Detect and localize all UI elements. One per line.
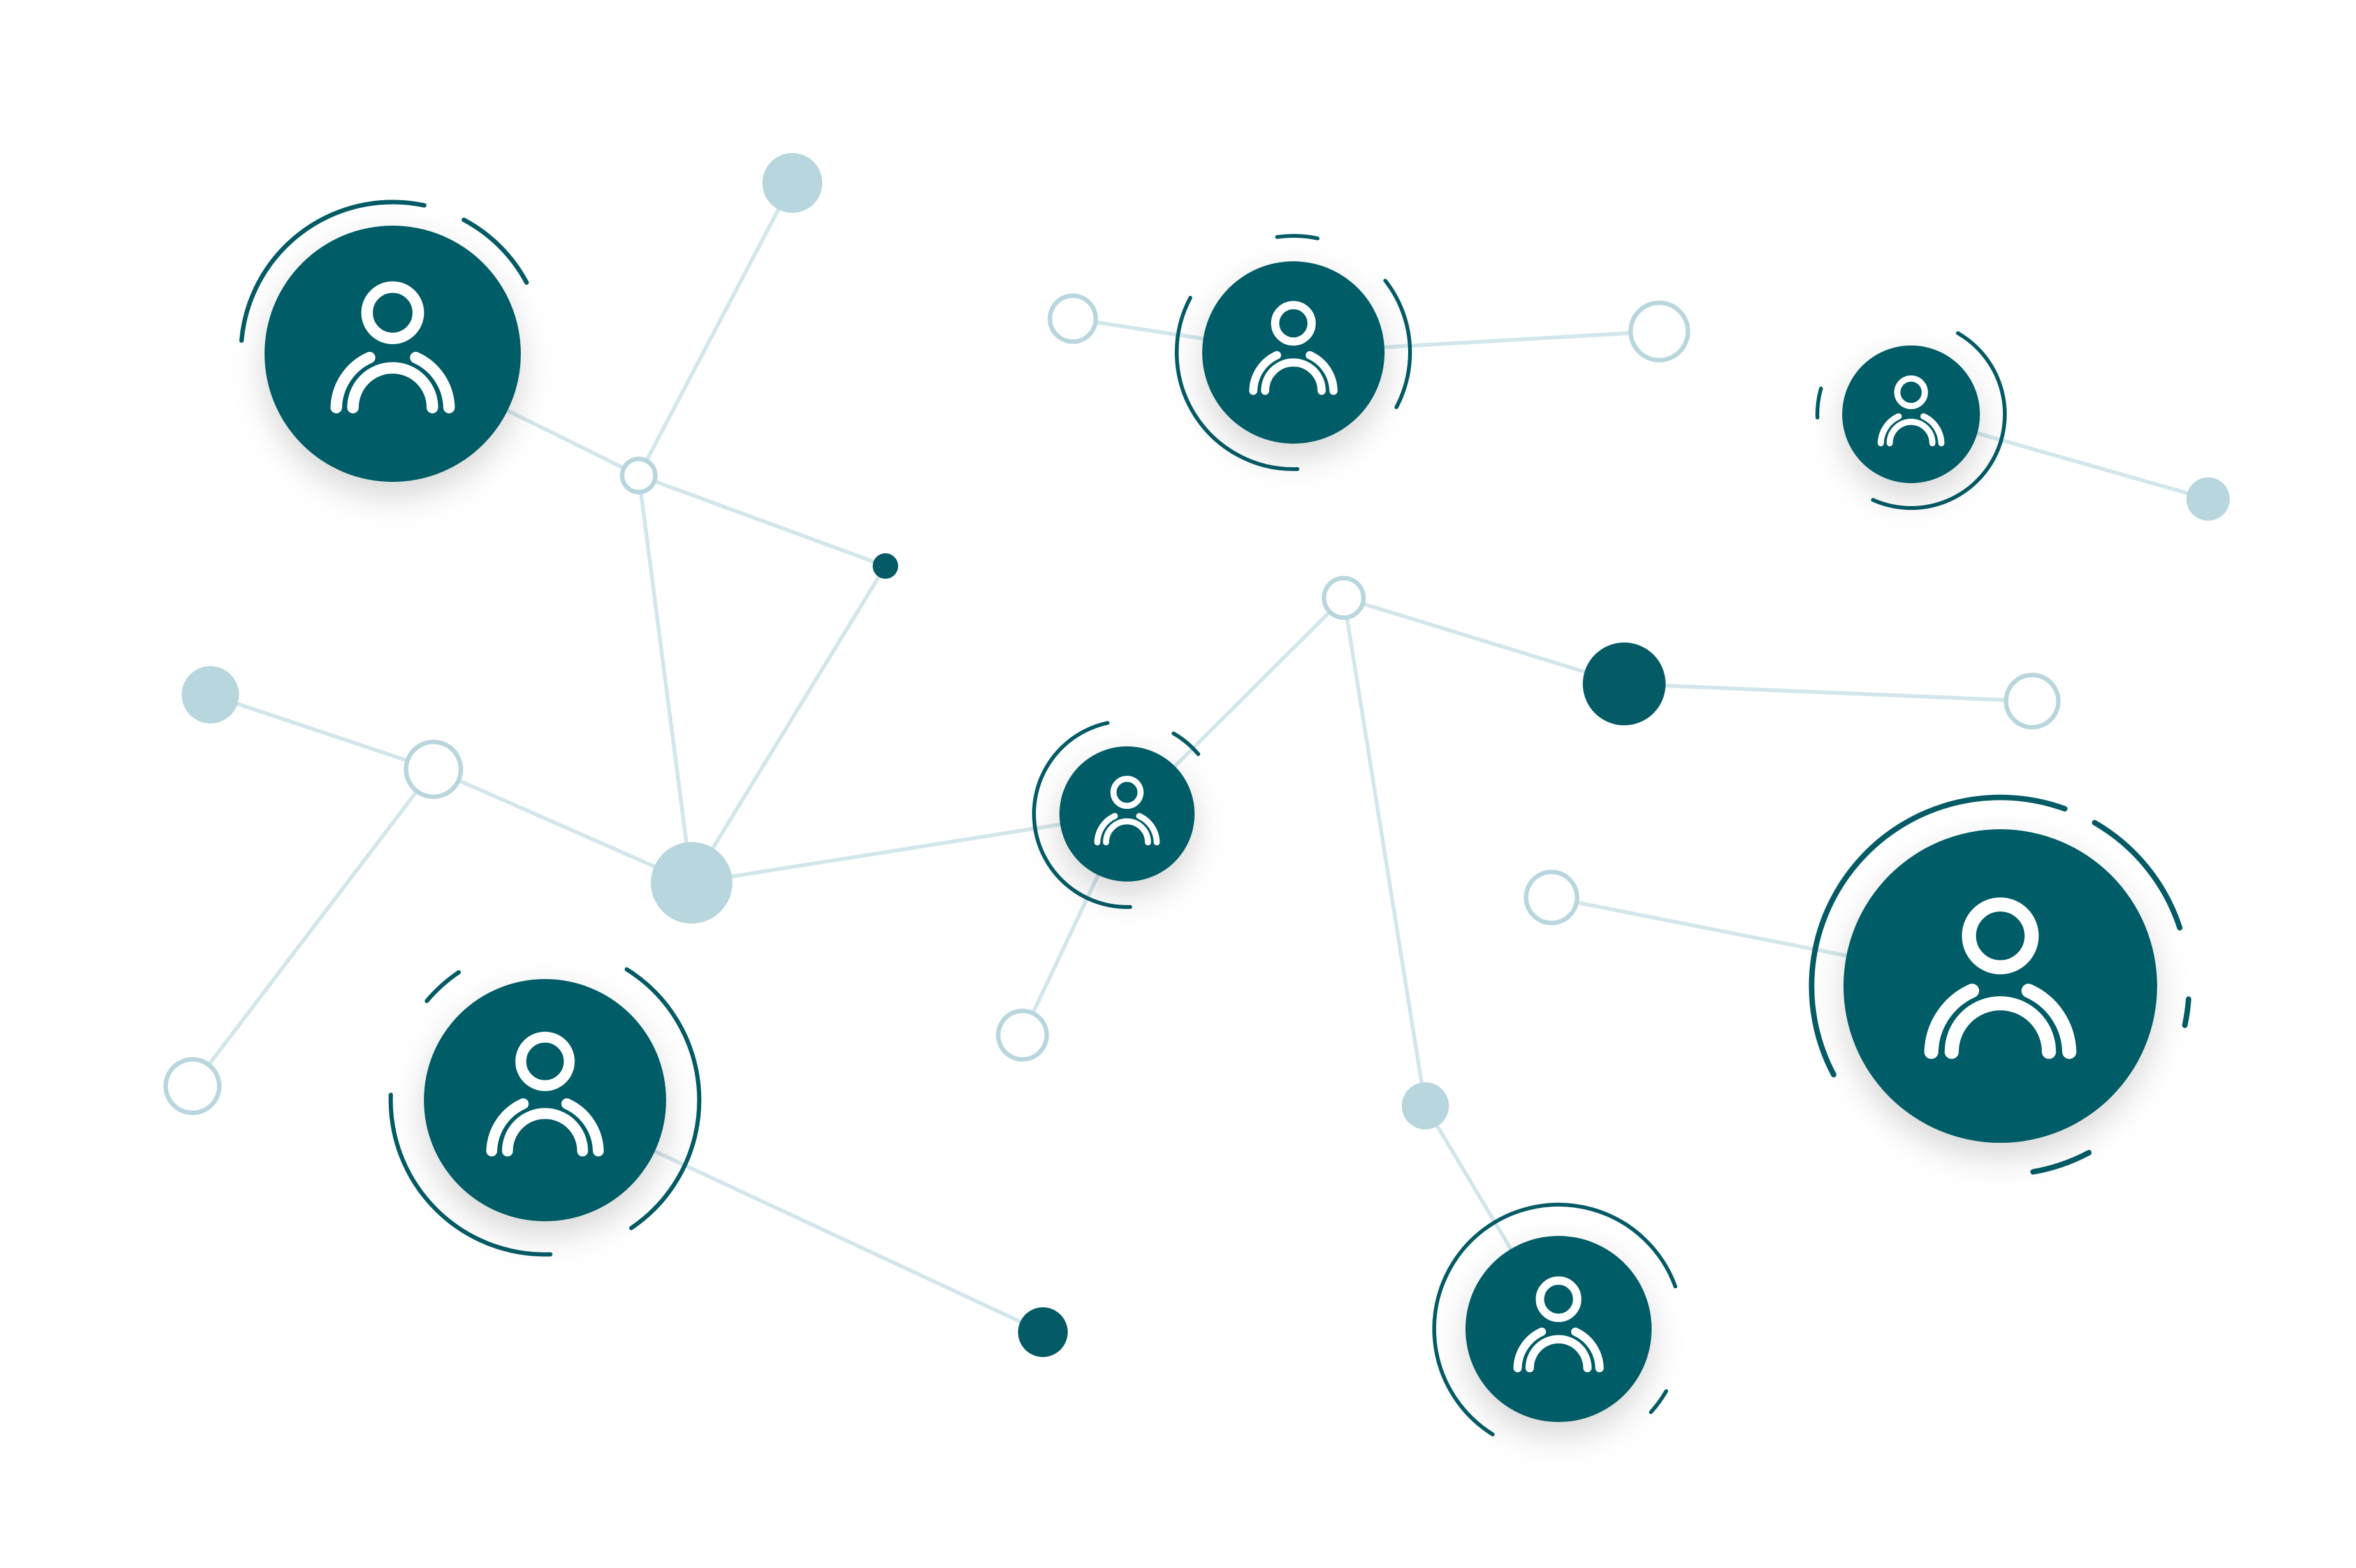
node-e bbox=[404, 739, 463, 799]
link-d-e bbox=[208, 693, 435, 771]
node-f bbox=[651, 842, 732, 924]
orbit-arc bbox=[1432, 1203, 1678, 1437]
user-icon bbox=[1513, 1276, 1604, 1372]
orbit-arc bbox=[388, 1093, 553, 1257]
user-node-6 bbox=[1808, 794, 2192, 1175]
orbit-arc bbox=[1174, 296, 1300, 471]
node-m bbox=[1628, 300, 1691, 363]
link-f-u4 bbox=[690, 812, 1129, 885]
user-node-1 bbox=[239, 200, 529, 482]
user-icon bbox=[1924, 897, 2077, 1059]
node-b bbox=[620, 456, 658, 495]
node-q bbox=[2186, 477, 2230, 521]
orbit-arc bbox=[425, 970, 462, 1003]
node-g bbox=[1047, 293, 1098, 344]
link-b-a bbox=[637, 181, 794, 477]
node-c bbox=[873, 553, 898, 579]
user-node-5 bbox=[1815, 331, 2007, 511]
user-icon bbox=[1249, 301, 1338, 395]
user-node-circle bbox=[424, 979, 666, 1221]
user-node-3 bbox=[1174, 234, 1413, 471]
link-j-k bbox=[1342, 596, 1626, 686]
orbit-arc bbox=[1172, 731, 1200, 757]
user-node-circle bbox=[1465, 1236, 1652, 1422]
user-node-circle bbox=[1202, 261, 1385, 444]
user-node-2 bbox=[388, 967, 702, 1257]
link-e-f bbox=[432, 767, 694, 885]
node-a bbox=[762, 153, 822, 213]
user-node-4 bbox=[1032, 721, 1200, 909]
dot-nodes bbox=[163, 153, 2230, 1357]
user-icon bbox=[1094, 776, 1160, 846]
orbit-arc bbox=[2182, 996, 2192, 1028]
orbit-arc bbox=[1383, 279, 1413, 409]
user-icon bbox=[1877, 375, 1945, 447]
link-j-p bbox=[1342, 596, 1427, 1108]
node-h bbox=[996, 1008, 1049, 1062]
orbit-arc bbox=[1275, 234, 1320, 240]
orbit-arc bbox=[239, 200, 395, 343]
node-j bbox=[1321, 576, 1366, 620]
orbit-arc bbox=[369, 200, 427, 208]
node-p bbox=[1402, 1082, 1449, 1129]
link-b-c bbox=[637, 474, 887, 568]
orbit-arc bbox=[2091, 820, 2183, 931]
orbit-arc bbox=[1648, 1389, 1668, 1414]
node-i bbox=[163, 1057, 222, 1115]
link-e-g bbox=[191, 767, 435, 1088]
node-r bbox=[1018, 1307, 1068, 1357]
user-icon bbox=[330, 281, 455, 414]
user-icon bbox=[486, 1031, 604, 1157]
orbit-arc bbox=[1808, 794, 2068, 1078]
orbit-arc bbox=[624, 967, 702, 1230]
orbit-arc bbox=[1815, 386, 1823, 420]
user-node-circle bbox=[265, 226, 521, 482]
link-c-f bbox=[690, 564, 887, 885]
user-node-circle bbox=[1842, 345, 1980, 483]
node-n bbox=[1523, 869, 1580, 926]
user-node-7 bbox=[1432, 1203, 1678, 1437]
user-node-circle bbox=[1843, 829, 2157, 1143]
orbit-arc bbox=[2030, 1150, 2092, 1175]
link-b-f bbox=[637, 474, 694, 885]
link-k-l bbox=[1622, 682, 2034, 703]
user-nodes bbox=[239, 200, 2192, 1437]
node-k bbox=[1583, 642, 1666, 725]
orbit-arc bbox=[1032, 721, 1133, 909]
orbit-arc bbox=[462, 217, 529, 285]
orbit-arc bbox=[1871, 331, 2007, 511]
node-l bbox=[2003, 672, 2061, 730]
user-node-circle bbox=[1059, 746, 1195, 882]
node-d bbox=[182, 666, 239, 723]
